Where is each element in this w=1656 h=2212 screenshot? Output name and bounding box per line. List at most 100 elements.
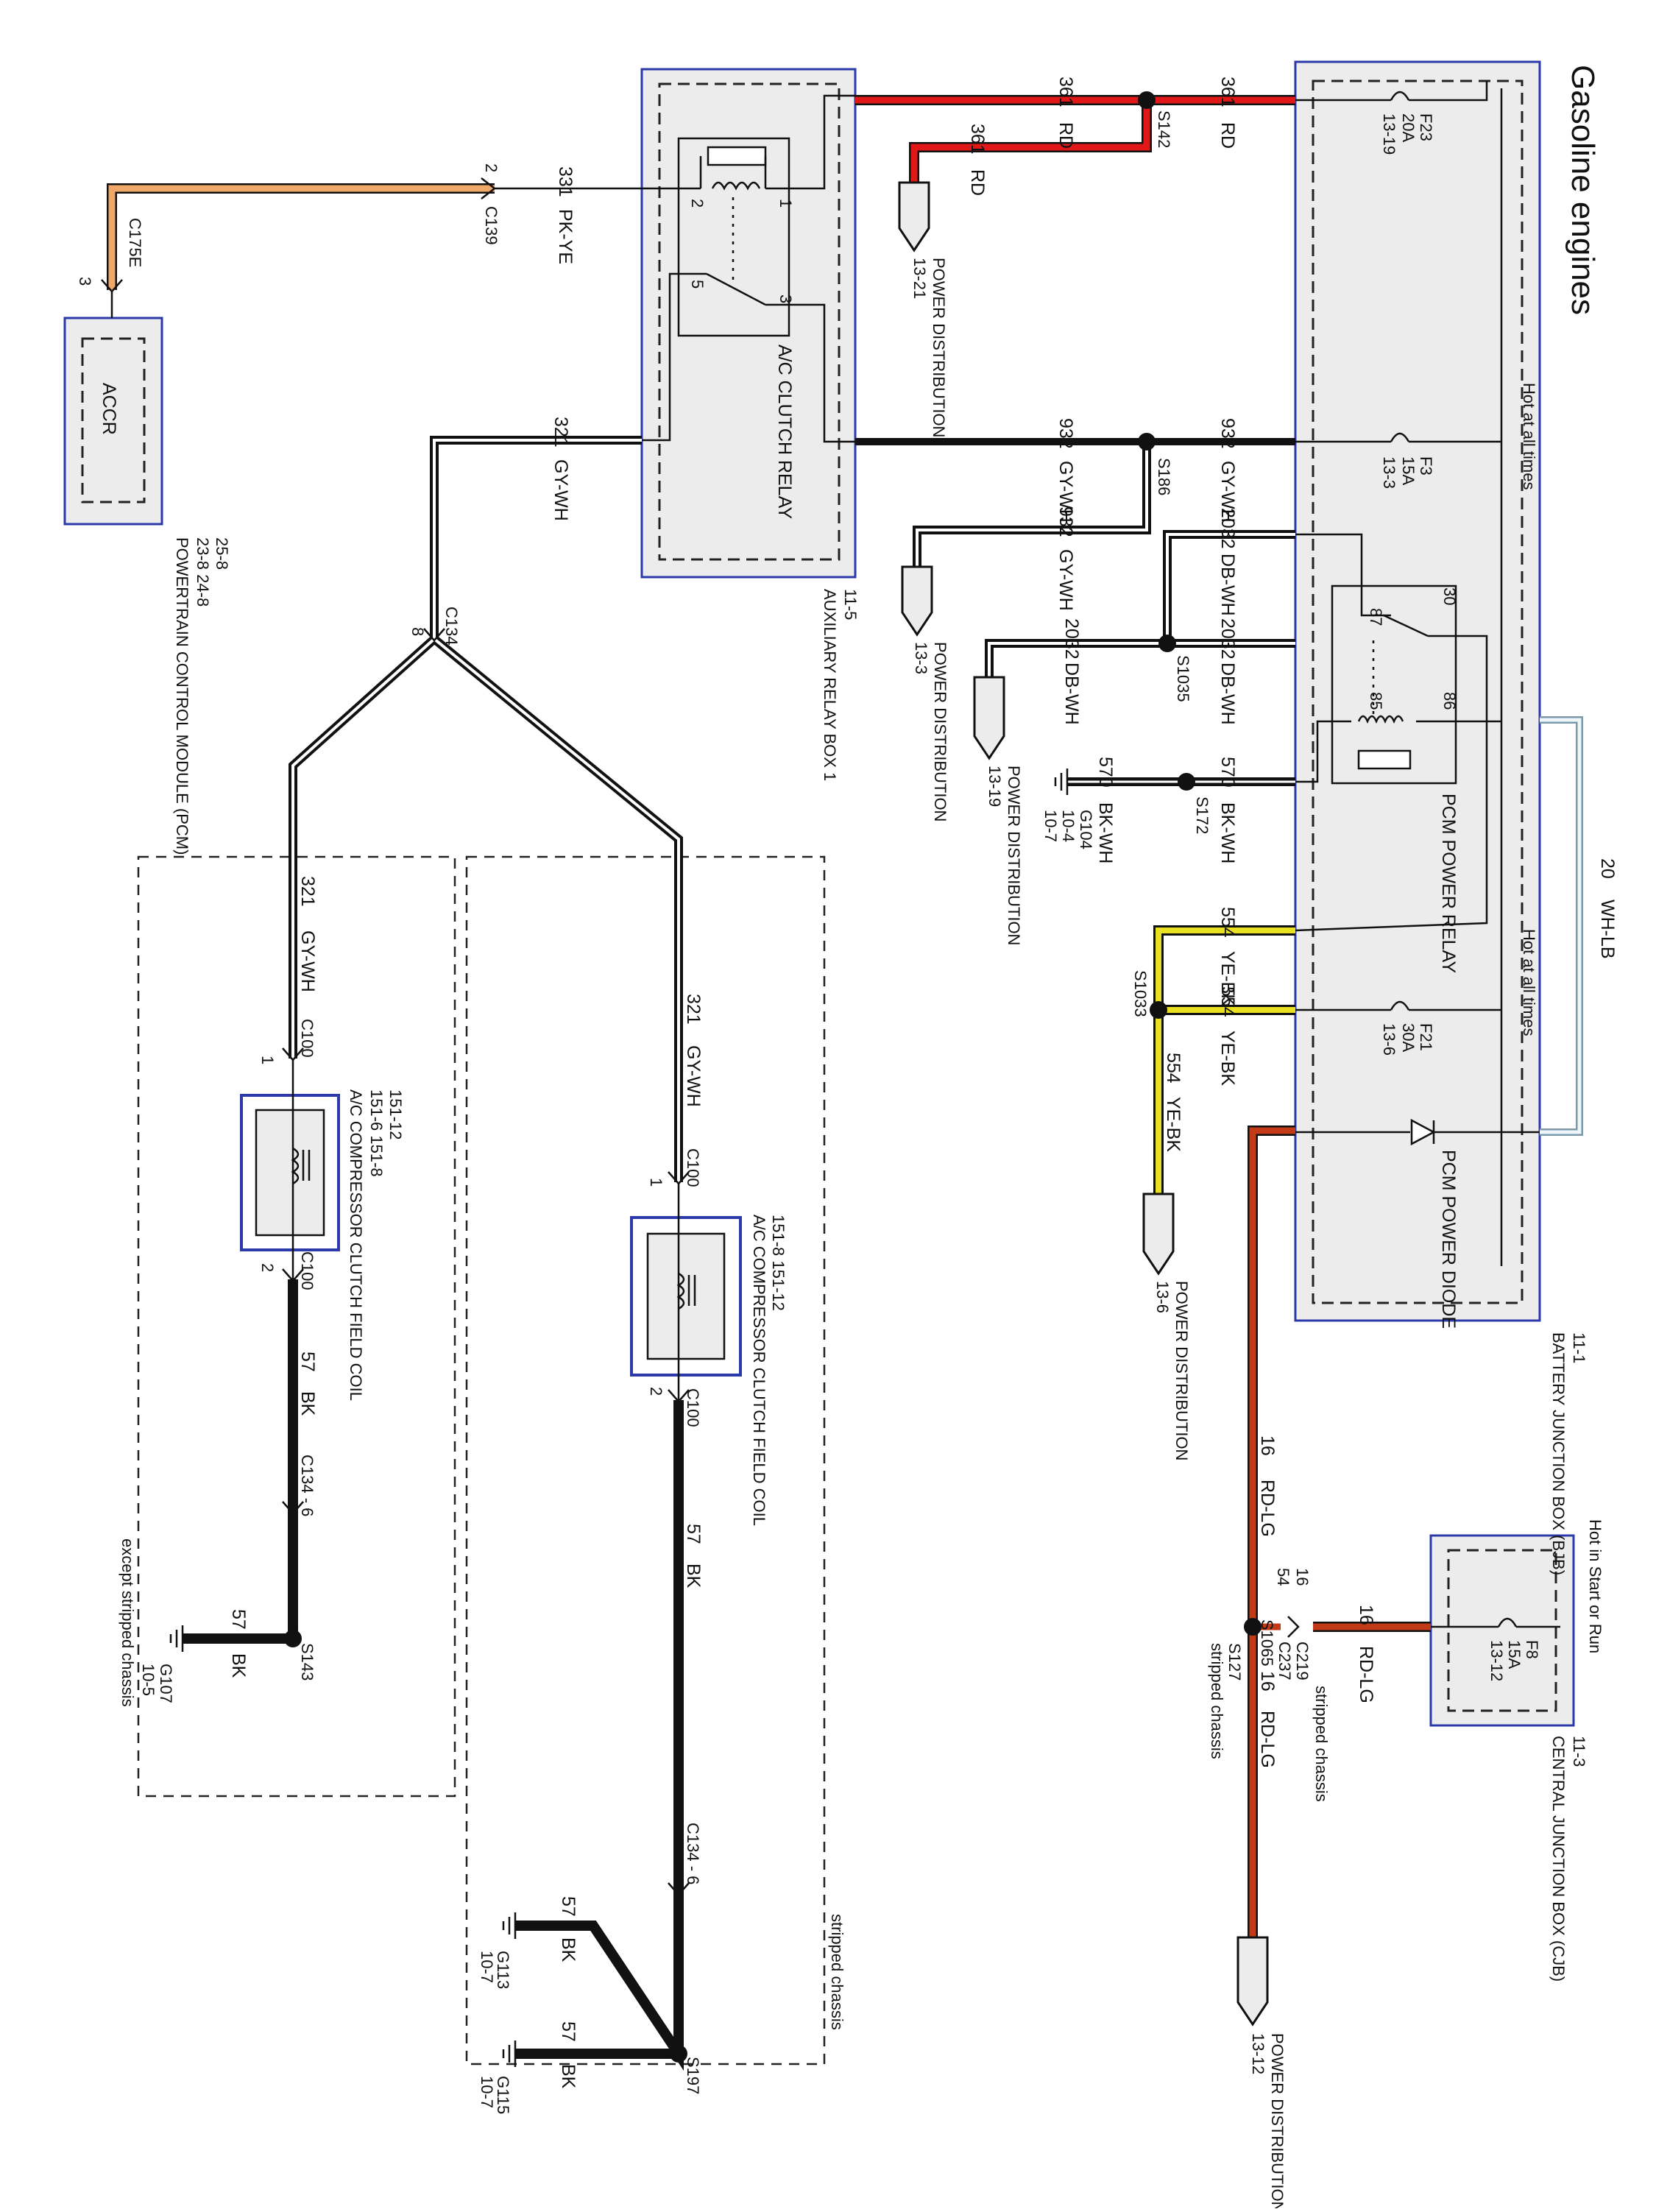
pd-13-21-ref: 13-21: [910, 258, 929, 299]
splice-s1035: [1158, 635, 1176, 652]
c175e-label: C175E: [126, 218, 144, 267]
wire-57-g115-color: BK: [558, 2064, 578, 2089]
c134-6-except: [282, 1501, 304, 1515]
wire-932-circuit-b: 932: [1217, 418, 1238, 449]
splice-s1065: [1244, 1618, 1262, 1636]
splice-s143-label: S143: [298, 1643, 316, 1681]
coil-stripped-core: [687, 1275, 696, 1306]
wire-321-stripped-color: GY-WH: [683, 1045, 704, 1107]
c100-except-bottom-label: C100: [298, 1251, 316, 1290]
wire-570-circuit-b: 570: [1217, 757, 1238, 788]
c100-stripped-top: [668, 1171, 690, 1185]
ground-g104-ref-1: 10-4: [1059, 810, 1078, 842]
pd-13-12-label: POWER DISTRIBUTION: [1268, 2033, 1287, 2208]
relay-pin-1: 1: [776, 199, 795, 208]
relay-pin-5: 5: [688, 280, 707, 289]
wire-321-circuit: 321: [551, 417, 571, 448]
wire-932-color-a: GY-WH: [1055, 461, 1076, 523]
wire-932-branch-stripe: [916, 443, 1148, 567]
wires: [107, 95, 1583, 2071]
c100-stripped-top-label: C100: [684, 1148, 702, 1187]
pcm-relay-pin-30: 30: [1440, 587, 1459, 605]
ground-g104-symbol: [1054, 768, 1069, 795]
pd-13-19-label: POWER DISTRIBUTION: [1005, 766, 1023, 945]
ground-g107-ref: 10-5: [139, 1664, 158, 1696]
coil-stripped-name: A/C COMPRESSOR CLUTCH FIELD COIL: [750, 1215, 768, 1526]
pcm-name: POWERTRAIN CONTROL MODULE (PCM): [173, 537, 191, 855]
wire-321-except-circuit: 321: [297, 876, 318, 907]
coil-except-core: [302, 1150, 311, 1181]
c100-stripped-bottom-label: C100: [684, 1388, 702, 1427]
wire-361-branch: [910, 102, 1150, 183]
hot-in-start-or-run-label: Hot in Start or Run: [1586, 1519, 1604, 1653]
wire-570-color-b: BK-WH: [1217, 802, 1238, 863]
c175e-symbol: [101, 279, 123, 293]
wire-932-circuit-c: 932: [1055, 506, 1076, 537]
wire-331-circuit: 331: [555, 166, 576, 197]
c134-6-stripped: [668, 1882, 690, 1896]
c100-except-bottom-pin: 2: [258, 1263, 277, 1272]
wire-361-color-a: RD: [1055, 122, 1076, 149]
splice-s142-label: S142: [1155, 110, 1173, 148]
splice-s1065-label: S1065: [1258, 1619, 1276, 1667]
pcm-power-diode-name: PCM POWER DIODE: [1438, 1150, 1459, 1329]
pd-13-21-arrow: [898, 181, 930, 252]
s127-label: S127: [1225, 1643, 1244, 1681]
stripped-chassis-label-s127: stripped chassis: [1208, 1643, 1226, 1759]
pcm-relay-winding: [1357, 715, 1404, 724]
wire-57-except-circuit: 57: [297, 1351, 318, 1372]
ground-g115-symbol: [502, 2040, 517, 2067]
ground-symbols: [169, 768, 1069, 2067]
wire-554-color-a: YE-BK: [1217, 951, 1238, 1006]
wire-2032-circuit-a: 2032: [1217, 508, 1238, 549]
bjb-f23-feed: [1409, 81, 1488, 102]
ground-g113-label: G113: [494, 1951, 512, 1989]
fuse-f8-ref: 13-12: [1487, 1640, 1506, 1681]
splice-dots: [284, 91, 1262, 2063]
fuse-f23-ref: 13-19: [1380, 113, 1398, 155]
wire-57-g107-circuit: 57: [228, 1609, 249, 1630]
pcm-relay-30: [1295, 635, 1488, 932]
c100-stripped-bottom-pin: 2: [647, 1387, 665, 1396]
coil-except-inner: [255, 1109, 325, 1237]
except-stripped-region: [137, 855, 456, 1798]
coil-stripped-winding: [676, 1272, 685, 1310]
c237-pin54: 54: [1274, 1568, 1292, 1586]
pcm-relay-resistor: [1357, 749, 1412, 770]
pd-13-6-ref: 13-6: [1153, 1281, 1172, 1313]
ground-g107-symbol: [169, 1625, 184, 1652]
pd-13-3-label: POWER DISTRIBUTION: [931, 642, 949, 821]
pcm-relay-pin-85: 85: [1367, 692, 1385, 710]
wire-932-circuit-a: 932: [1055, 418, 1076, 449]
pcm-relay-coil-line: [1295, 720, 1501, 783]
ground-g104-label: G104: [1077, 810, 1095, 849]
relay-coil-ends: [699, 156, 767, 188]
wire-932-color-b: GY-WH: [1217, 461, 1238, 523]
aux-relay-box-ref: 11-5: [841, 589, 860, 620]
pcm-refs: 23-8 24-8: [194, 537, 212, 607]
coil-except-winding: [291, 1147, 300, 1185]
ground-g115-label: G115: [494, 2076, 512, 2114]
pd-13-12-arrow: [1236, 1936, 1269, 2027]
c100-except-top: [282, 1047, 304, 1061]
wire-932-color-c: GY-WH: [1055, 549, 1076, 611]
wire-321-stripped-circuit: 321: [683, 994, 704, 1025]
relay-pin5-line: [642, 272, 707, 442]
wire-57-g107-color: BK: [228, 1653, 249, 1678]
splice-s197: [670, 2045, 687, 2063]
splice-s172: [1178, 773, 1195, 791]
fuse-f23-amps: 20A: [1399, 113, 1418, 142]
relay-switch-line: [765, 303, 855, 443]
wire-16-circuit-b: 16: [1257, 1671, 1278, 1692]
wire-554-color-b: YE-BK: [1217, 1031, 1238, 1086]
wire-20: [1540, 718, 1582, 1134]
wire-361-circuit-c: 361: [967, 124, 988, 155]
relay-coil-winding: [711, 181, 761, 191]
labels: Gasoline engines Hot at all times Hot at…: [76, 65, 1618, 2212]
pcm-relay-pin-87: 87: [1367, 608, 1385, 626]
c219-label: C219: [1293, 1642, 1312, 1681]
wire-2032-stripe: [988, 533, 1295, 677]
wire-554-circuit-c: 554: [1163, 1053, 1183, 1084]
aux-relay-box-inner: [658, 82, 841, 561]
wire-57-stripped-color: BK: [683, 1563, 704, 1589]
